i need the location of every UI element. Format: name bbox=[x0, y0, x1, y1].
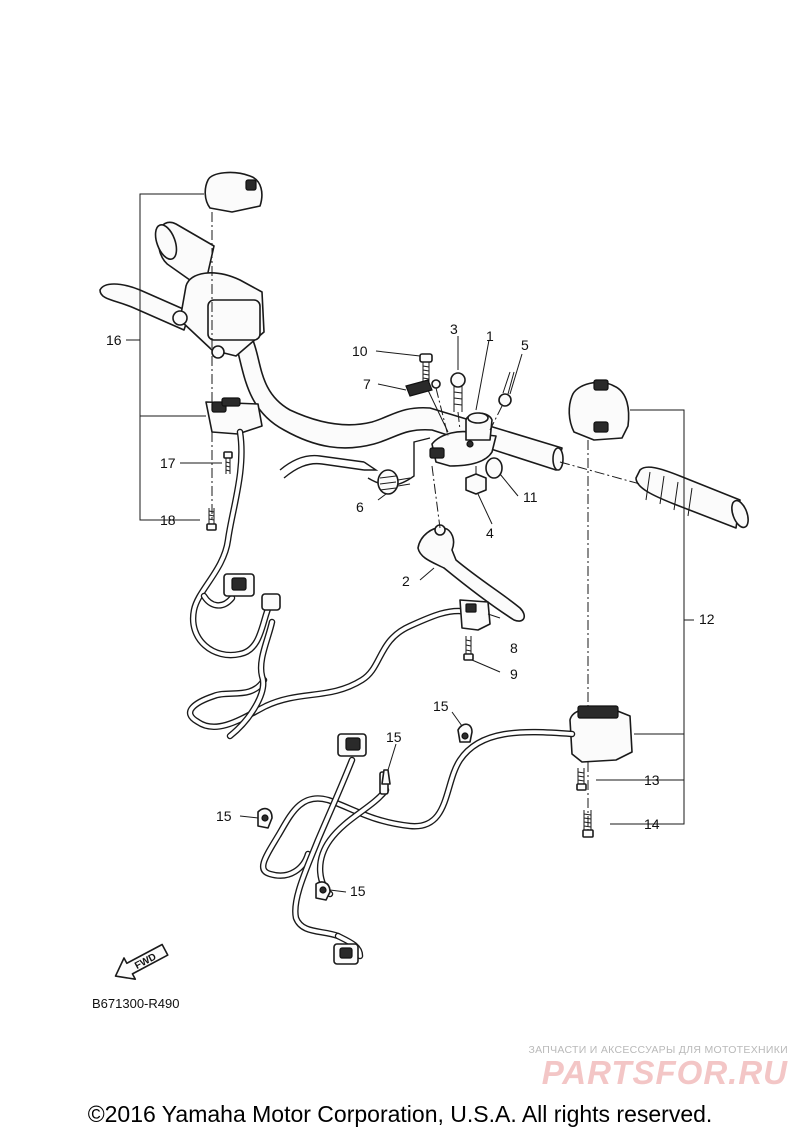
left-harness-connector-b bbox=[261, 593, 281, 611]
screw-10 bbox=[419, 353, 449, 433]
screw-14 bbox=[582, 810, 594, 838]
left-switch-lower-half bbox=[205, 397, 263, 435]
callout-15-a: 15 bbox=[433, 698, 449, 714]
clamp-15-b bbox=[381, 769, 391, 785]
left-grip bbox=[154, 221, 215, 291]
callout-16: 16 bbox=[106, 332, 122, 348]
callout-6: 6 bbox=[356, 499, 364, 515]
watermark-tagline: ЗАПЧАСТИ И АКСЕССУАРЫ ДЛЯ МОТОТЕХНИКИ bbox=[528, 1044, 788, 1056]
copyright-notice: ©2016 Yamaha Motor Corporation, U.S.A. A… bbox=[87, 1101, 713, 1127]
bracket-12 bbox=[596, 409, 694, 825]
callout-3: 3 bbox=[450, 321, 458, 337]
callout-17: 17 bbox=[160, 455, 176, 471]
part-7-clip bbox=[405, 379, 449, 437]
leader-lines bbox=[239, 336, 523, 893]
callout-15-b: 15 bbox=[386, 729, 402, 745]
screw-18 bbox=[206, 508, 217, 531]
callout-labels: 1 2 3 4 5 6 7 8 9 10 11 12 13 14 15 15 1… bbox=[106, 321, 715, 899]
left-switch-harness bbox=[187, 428, 472, 740]
callout-5: 5 bbox=[521, 337, 529, 353]
watermark-logo: PARTSFOR.RU bbox=[541, 1054, 788, 1091]
clamp-15-d bbox=[315, 881, 331, 901]
bracket-16 bbox=[126, 193, 222, 521]
lever-2 bbox=[417, 465, 526, 622]
callout-12: 12 bbox=[699, 611, 715, 627]
bolt-5 bbox=[489, 371, 515, 431]
handlebar bbox=[235, 337, 564, 471]
callout-15-c: 15 bbox=[216, 808, 232, 824]
right-switch-harness bbox=[259, 728, 576, 965]
adjuster-6 bbox=[377, 469, 411, 495]
lever-holder-1 bbox=[429, 412, 497, 467]
right-switch-upper-half bbox=[568, 379, 630, 441]
switch-button-icon bbox=[245, 179, 257, 191]
fwd-arrow-icon: FWD bbox=[114, 943, 169, 980]
clamp-15-c bbox=[257, 807, 273, 829]
right-switch-lower-half bbox=[569, 705, 633, 763]
callout-13: 13 bbox=[644, 772, 660, 788]
callout-7: 7 bbox=[363, 376, 371, 392]
bolt-3 bbox=[450, 372, 466, 431]
callout-1: 1 bbox=[486, 328, 494, 344]
clamp-15-a bbox=[457, 723, 473, 743]
callout-4: 4 bbox=[486, 525, 494, 541]
callout-11: 11 bbox=[523, 489, 538, 505]
fwd-label: FWD bbox=[133, 952, 158, 972]
screw-13 bbox=[576, 768, 587, 791]
callout-2: 2 bbox=[402, 573, 410, 589]
left-switch-upper-half bbox=[204, 171, 263, 213]
brake-switch-8 bbox=[459, 599, 491, 631]
diagram-code: B671300-R490 bbox=[92, 996, 179, 1011]
screw-9 bbox=[463, 636, 474, 661]
callout-14: 14 bbox=[644, 816, 660, 832]
callout-8: 8 bbox=[510, 640, 518, 656]
left-lever-assembly bbox=[99, 272, 265, 359]
nut-4 bbox=[465, 466, 487, 495]
screw-17 bbox=[223, 451, 233, 474]
callout-9: 9 bbox=[510, 666, 518, 682]
callout-10: 10 bbox=[352, 343, 368, 359]
callout-15-d: 15 bbox=[350, 883, 366, 899]
right-grip-guide-line bbox=[559, 461, 641, 485]
part-11 bbox=[485, 457, 503, 479]
callout-18: 18 bbox=[160, 512, 176, 528]
right-grip bbox=[635, 466, 749, 529]
